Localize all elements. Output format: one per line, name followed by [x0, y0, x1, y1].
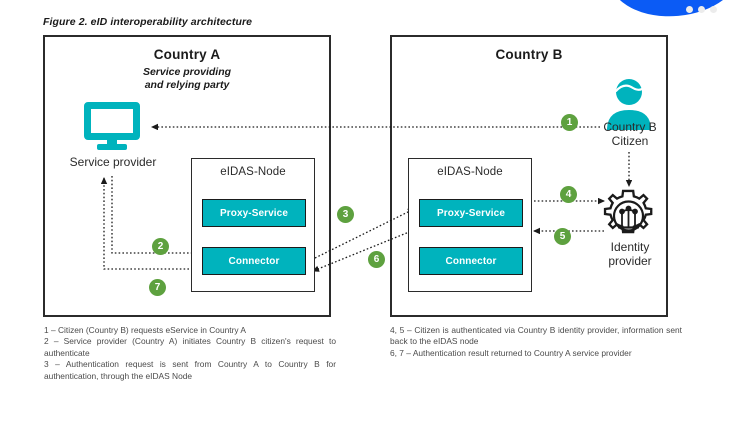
- citizen-label-line2: Citizen: [611, 134, 649, 148]
- country-b-connector-box[interactable]: Connector: [419, 247, 523, 275]
- legend-left-item-2: 2 – Service provider (Country A) initiat…: [44, 336, 336, 358]
- country-a-subtitle-line1: Service providing: [142, 66, 232, 78]
- eidas-node-country-b: eIDAS-Node Proxy-Service Connector: [408, 158, 532, 292]
- decorative-dot: [710, 6, 717, 13]
- eidas-node-country-a: eIDAS-Node Proxy-Service Connector: [191, 158, 315, 292]
- gear-circuit-icon: [603, 189, 653, 234]
- figure-caption: Figure 2. eID interoperability architect…: [43, 16, 253, 28]
- legend-right: 4, 5 – Citizen is authenticated via Coun…: [390, 325, 682, 359]
- legend-right-item-2: 6, 7 – Authentication result returned to…: [390, 347, 632, 358]
- monitor-neck-icon: [107, 139, 117, 145]
- decorative-dot: [698, 6, 705, 13]
- country-a-title: Country A: [153, 47, 221, 62]
- step-badge-6: 6: [368, 251, 385, 268]
- step-badge-5: 5: [554, 228, 571, 245]
- step-badge-2: 2: [152, 238, 169, 255]
- idp-label-line2: provider: [608, 254, 652, 268]
- step-badge-1: 1: [561, 114, 578, 131]
- citizen-label: Country B Citizen: [578, 120, 682, 148]
- legend-right-item-1: 4, 5 – Citizen is authenticated via Coun…: [390, 325, 682, 347]
- decorative-dot: [686, 6, 693, 13]
- person-icon: [607, 79, 651, 130]
- identity-provider-label: Identity provider: [588, 240, 672, 268]
- country-a-proxy-service-box[interactable]: Proxy-Service: [202, 199, 306, 227]
- idp-label-line1: Identity: [610, 240, 650, 254]
- country-a-subtitle: Service providing and relying party: [45, 66, 329, 91]
- citizen-icon: [604, 78, 654, 130]
- decorative-dots: [686, 6, 717, 13]
- step-badge-4: 4: [560, 186, 577, 203]
- eidas-node-b-title: eIDAS-Node: [437, 166, 503, 178]
- eidas-node-a-title: eIDAS-Node: [220, 166, 286, 178]
- country-b-title: Country B: [495, 47, 563, 62]
- country-a-subtitle-line2: and relying party: [144, 78, 230, 91]
- step-badge-3: 3: [337, 206, 354, 223]
- legend-left: 1 – Citizen (Country B) requests eServic…: [44, 325, 336, 382]
- legend-left-item-3: 3 – Authentication request is sent from …: [44, 359, 336, 381]
- country-b-proxy-service-box[interactable]: Proxy-Service: [419, 199, 523, 227]
- monitor-icon: [84, 102, 140, 150]
- identity-provider-icon: [600, 186, 658, 244]
- monitor-base-icon: [97, 144, 127, 150]
- citizen-label-line1: Country B: [603, 120, 657, 134]
- legend-left-item-1: 1 – Citizen (Country B) requests eServic…: [44, 325, 247, 335]
- service-provider-label: Service provider: [69, 155, 157, 169]
- step-badge-7: 7: [149, 279, 166, 296]
- monitor-screen-icon: [84, 102, 140, 140]
- country-a-connector-box[interactable]: Connector: [202, 247, 306, 275]
